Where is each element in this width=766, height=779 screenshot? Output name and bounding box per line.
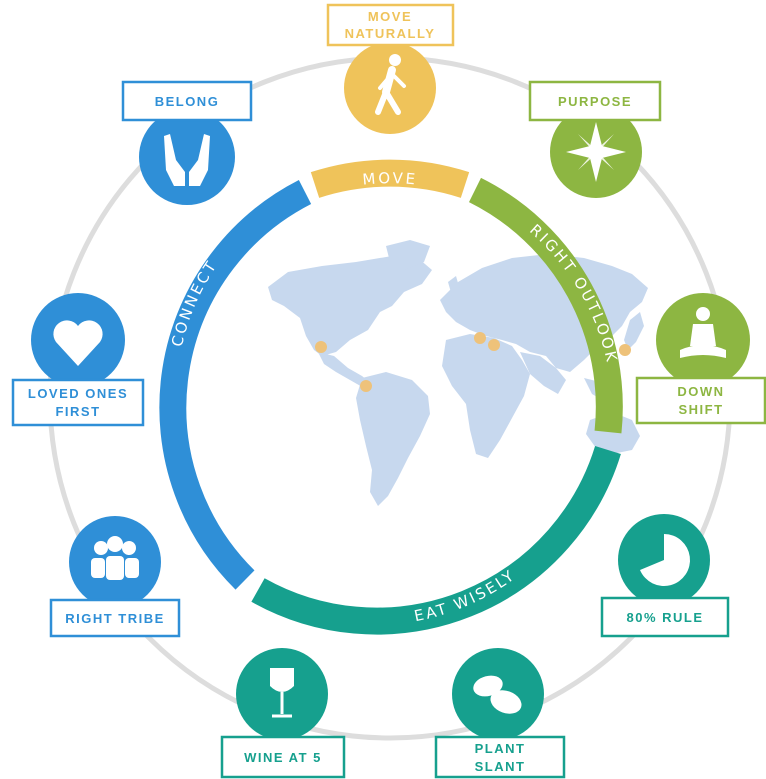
plant-slant-line2: SLANT: [475, 759, 526, 774]
move-naturally-line1: MOVE: [368, 9, 412, 24]
purpose-line1: PURPOSE: [558, 94, 632, 109]
zone-dot-okinawa: [619, 344, 631, 356]
node-down-shift: DOWN SHIFT: [635, 293, 766, 425]
zone-dot-ikaria: [488, 339, 500, 351]
pie-slice-icon: [640, 534, 691, 586]
meditating-person-icon: [680, 307, 726, 358]
zone-dot-sardinia: [474, 332, 486, 344]
zone-dot-loma-linda: [315, 341, 327, 353]
svg-text:MOVE: MOVE: [362, 169, 419, 189]
beans-icon: [473, 675, 522, 714]
belong-label-box: [121, 80, 253, 122]
rule-80-label-box: [600, 596, 730, 638]
loved-ones-label-box: [11, 378, 145, 427]
loved-ones-line1: LOVED ONES: [28, 386, 128, 401]
blue-zone-markers: [315, 332, 631, 392]
move-naturally-label-box: [326, 3, 455, 47]
node-purpose: PURPOSE: [528, 80, 662, 198]
segment-move-arc: [310, 159, 470, 198]
node-move-naturally: MOVE NATURALLY: [326, 3, 455, 134]
node-right-tribe: RIGHT TRIBE: [49, 516, 181, 638]
segment-eat-wisely-arc: [251, 446, 621, 635]
right-tribe-line1: RIGHT TRIBE: [65, 611, 165, 626]
zone-dot-nicoya: [360, 380, 372, 392]
belong-line1: BELONG: [155, 94, 220, 109]
down-shift-label-box: [635, 376, 766, 425]
node-wine-at-5: WINE AT 5: [220, 648, 346, 779]
wine-line1: WINE AT 5: [244, 750, 322, 765]
down-shift-line1: DOWN: [677, 384, 724, 399]
plant-slant-line1: PLANT: [475, 741, 526, 756]
node-loved-ones: LOVED ONES FIRST: [11, 293, 145, 427]
wine-label-box: [220, 735, 346, 779]
right-tribe-label-box: [49, 598, 181, 638]
loved-ones-line2: FIRST: [55, 404, 100, 419]
plant-slant-label-box: [434, 735, 566, 779]
node-belong: BELONG: [121, 80, 253, 205]
heart-icon: [53, 320, 103, 366]
compass-star-icon: [566, 122, 626, 182]
move-naturally-line2: NATURALLY: [345, 26, 436, 41]
segment-connect-arc: [159, 179, 312, 590]
walking-person-icon: [375, 54, 406, 115]
segment-right-outlook-arc: [468, 177, 623, 434]
rule-80-line1: 80% RULE: [626, 610, 703, 625]
node-80-rule: 80% RULE: [600, 514, 730, 638]
group-people-icon: [91, 536, 139, 580]
open-hands-icon: [164, 134, 210, 186]
belong-circle: [139, 109, 235, 205]
down-shift-line2: SHIFT: [678, 402, 723, 417]
wine-glass-icon: [270, 668, 294, 718]
segment-label-move: MOVE: [362, 169, 416, 189]
purpose-label-box: [528, 80, 662, 122]
node-plant-slant: PLANT SLANT: [434, 648, 566, 779]
